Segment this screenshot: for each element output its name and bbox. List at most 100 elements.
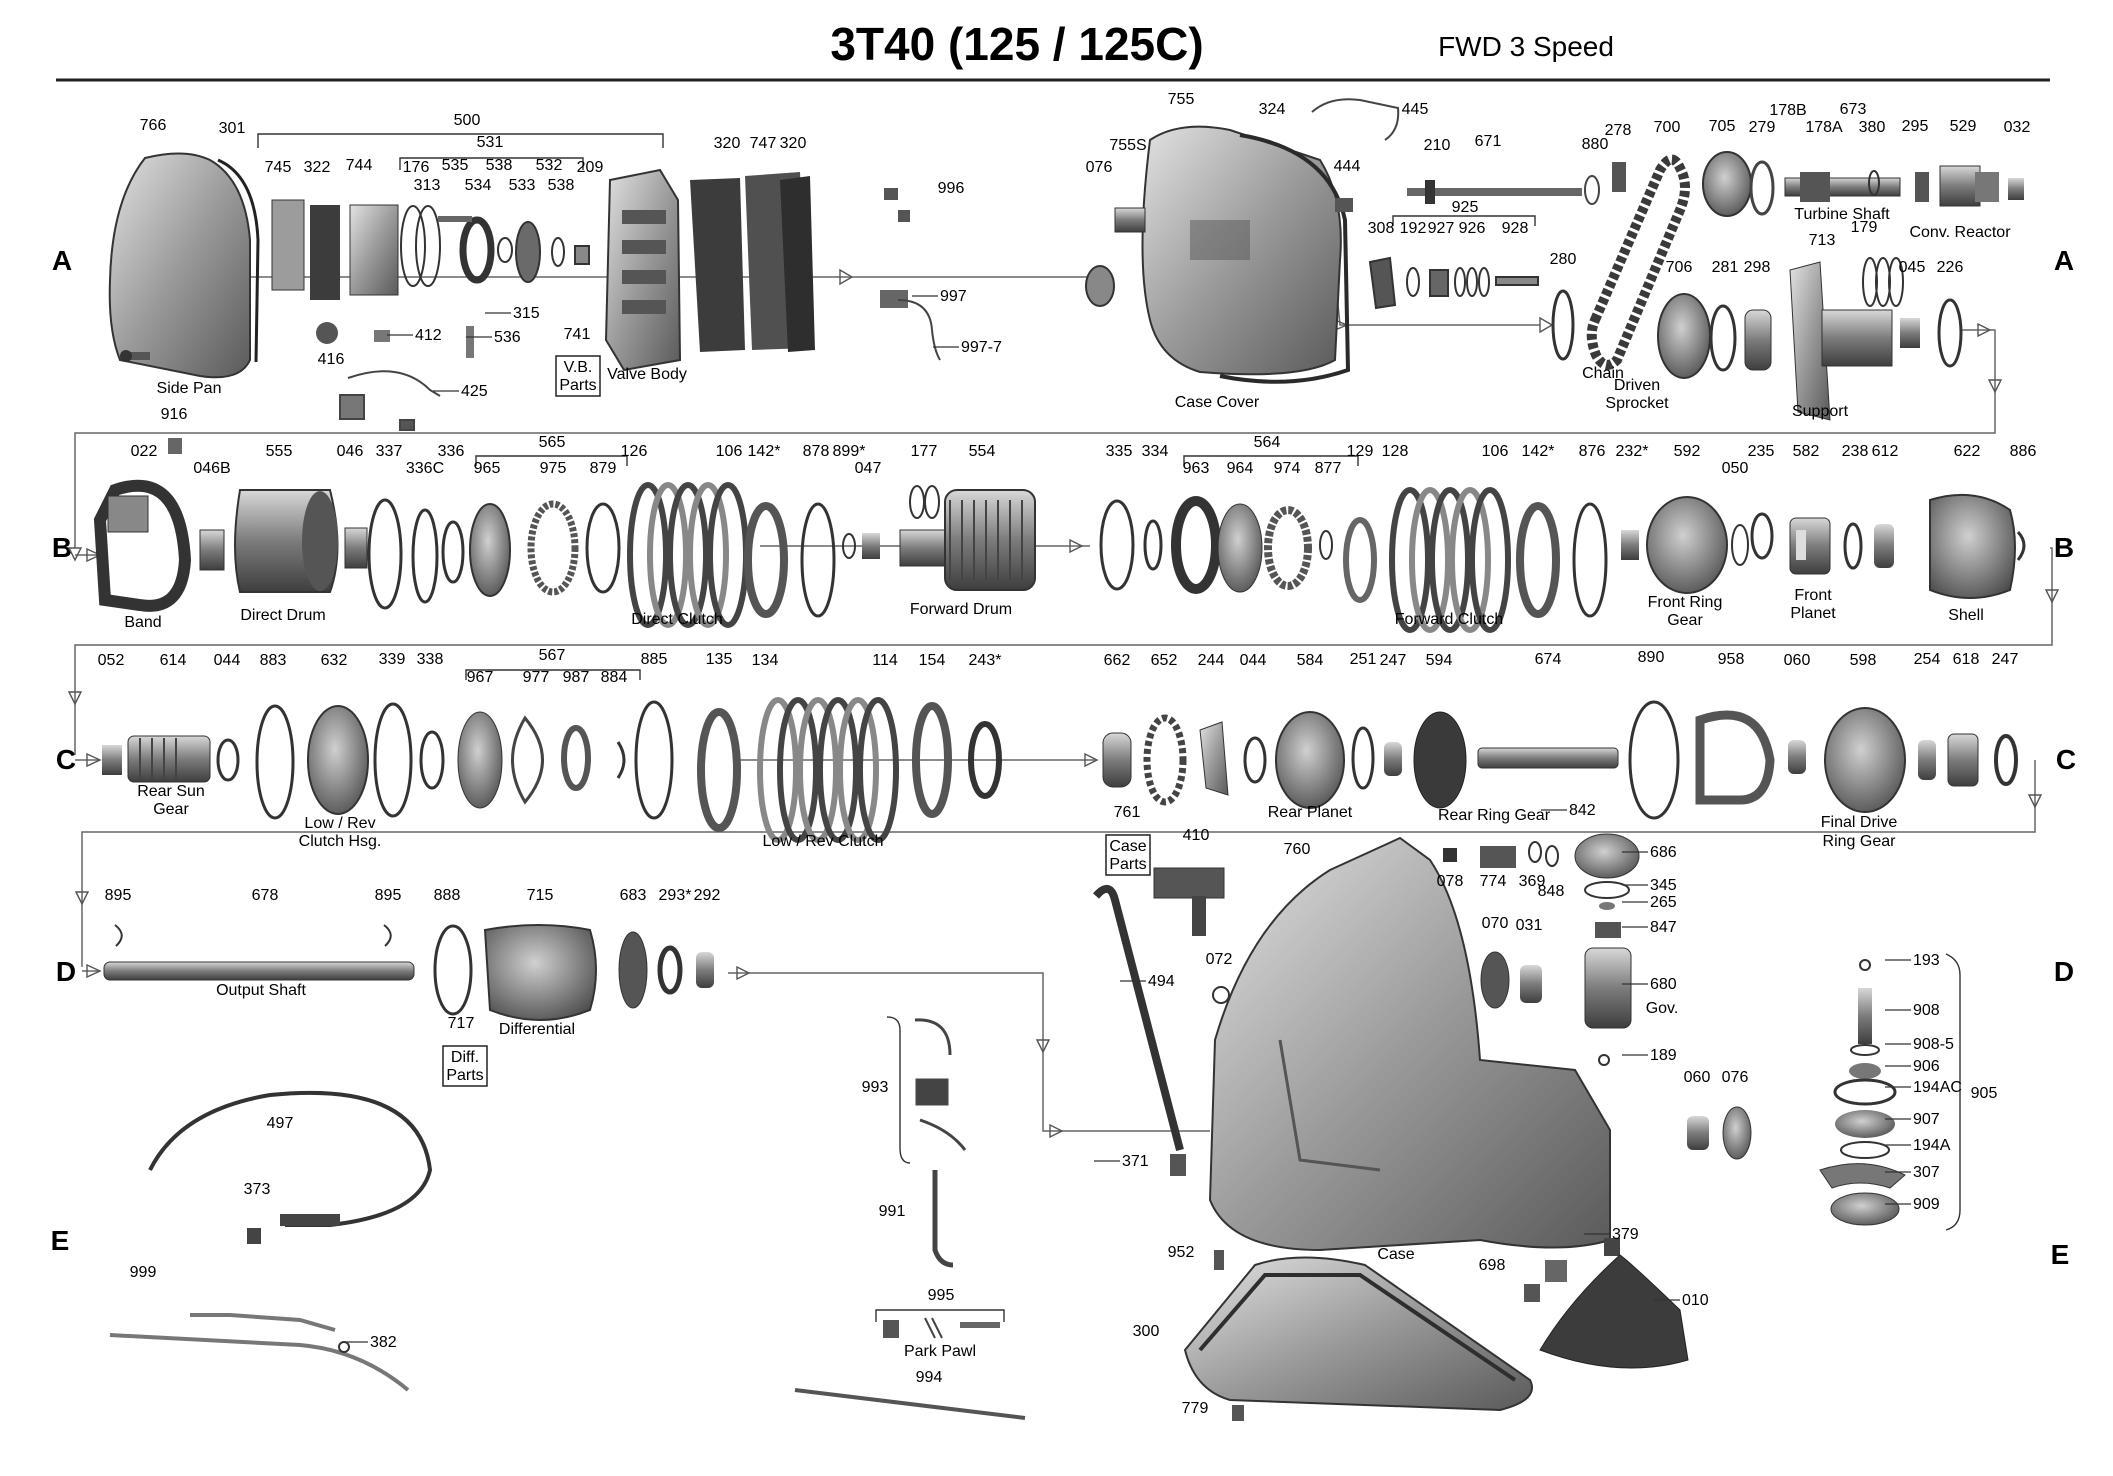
component-name-label: Support (1792, 403, 1849, 420)
part-number-label: 883 (260, 652, 287, 669)
part-number-label: 046 (337, 443, 364, 460)
spring-974 (1264, 506, 1312, 590)
callout-number-label: 847 (1650, 919, 1677, 936)
part-number-label: 662 (1104, 652, 1131, 669)
forward-clutch-pack (1389, 487, 1511, 633)
component-name-label: Driven (1614, 377, 1660, 394)
part-number-label: 678 (252, 887, 279, 904)
part-number-label: 416 (318, 351, 345, 368)
part-number-label: 755 (1168, 91, 1195, 108)
bearing-278 (1612, 162, 1626, 192)
part-number-label: 999 (130, 1264, 157, 1281)
side-pan-bolt (120, 350, 150, 362)
part-number-label: 078 (1437, 873, 1464, 890)
part-number-label: 529 (1950, 118, 1977, 135)
component-name-label: Gear (1667, 612, 1703, 629)
part-number-label: 232* (1616, 443, 1649, 460)
component-name-label: Direct Clutch (631, 611, 723, 628)
servo-assembly-905 (1819, 959, 1906, 1226)
bushing-046 (344, 527, 368, 569)
row-label-c-right: C (2056, 744, 2076, 775)
part-number-label: 142* (748, 443, 781, 460)
seal-rings-177 (909, 485, 940, 519)
part-number-label: 994 (916, 1369, 943, 1386)
snap-ring-883 (255, 704, 295, 820)
case-760 (1208, 836, 1611, 1252)
callout-number-label: 907 (1913, 1111, 1940, 1128)
diagram-title: 3T40 (125 / 125C) (830, 18, 1203, 70)
part-number-label: 324 (1259, 101, 1286, 118)
ring-899 (842, 533, 856, 559)
part-number-label: 899* (833, 443, 866, 460)
snap-ring-339 (373, 702, 413, 818)
row-label-d-right: D (2054, 956, 2074, 987)
pressure-plate-142 (744, 502, 788, 618)
snap-ring-895-right (383, 924, 392, 947)
spring-977 (511, 715, 544, 805)
snap-ring-335 (1099, 499, 1135, 591)
part-number-label: 965 (474, 460, 501, 477)
part-number-label: 958 (1718, 651, 1745, 668)
part-number-label: 410 (1183, 827, 1210, 844)
rear-sun-gear-614 (127, 735, 211, 783)
plate-135 (697, 708, 741, 832)
component-name-label: Forward Drum (910, 601, 1012, 618)
bearing-292 (696, 952, 714, 988)
part-number-label: 281 (1712, 259, 1739, 276)
part-number-label: 300 (1133, 1323, 1160, 1340)
part-number-label: 076 (1086, 159, 1113, 176)
bearing-612 (1874, 524, 1894, 568)
flow-lines (74, 274, 2053, 1132)
bolt-952 (1214, 1250, 1224, 1270)
bushing-032 (2008, 178, 2024, 200)
callout-number-label: 194A (1913, 1137, 1951, 1154)
callout-number-label: 997-7 (961, 339, 1002, 356)
side-pan (108, 152, 260, 379)
bearing-279 (1749, 160, 1775, 216)
ring-235 (1750, 512, 1774, 560)
plug-412 (374, 330, 390, 342)
part-number-label: 614 (160, 652, 187, 669)
row-label-a-left: A (52, 245, 72, 276)
part-number-label: 618 (1953, 651, 1980, 668)
part-number-label: 154 (919, 652, 946, 669)
seal-338 (419, 730, 445, 790)
snap-ring-884 (616, 741, 626, 779)
part-number-label: 927 (1428, 220, 1455, 237)
snap-ring-337 (367, 498, 403, 610)
part-number-label: 142* (1522, 443, 1555, 460)
part-number-label: 308 (1368, 220, 1395, 237)
rear-planet-584 (1275, 711, 1345, 809)
component-name-label: Chain (1582, 365, 1624, 382)
component-name-label: Rear Sun (137, 783, 205, 800)
part-number-label: 534 (465, 177, 492, 194)
governor-parts (1443, 833, 1640, 1066)
servo-pin-916 (168, 438, 182, 454)
part-number-label: 766 (140, 117, 167, 134)
thrust-293 (657, 945, 683, 995)
row-label-e-right: E (2051, 1239, 2070, 1270)
part-number-label: 279 (1749, 119, 1776, 136)
callout-number-label: 494 (1148, 973, 1175, 990)
part-number-label: 888 (434, 887, 461, 904)
part-number-label: 905 (1971, 1085, 1998, 1102)
part-number-label: 251 (1350, 651, 1377, 668)
part-number-label: 993 (862, 1079, 889, 1096)
thermo-element-996 (884, 188, 910, 222)
bushing-045 (1900, 318, 1920, 348)
part-number-label: 745 (265, 159, 292, 176)
part-number-label: 622 (1954, 443, 1981, 460)
snap-ring-895-left (114, 924, 123, 947)
part-number-label: 612 (1872, 443, 1899, 460)
component-name-label: Front (1794, 587, 1832, 604)
final-drive-ring-gear-598 (1824, 707, 1906, 813)
callout-number-label: 379 (1612, 1226, 1639, 1243)
part-number-label: 967 (467, 669, 494, 686)
part-number-label: 320 (714, 135, 741, 152)
valve-body (604, 168, 682, 372)
shell-622 (1929, 493, 2016, 599)
case-cover (1141, 125, 1351, 384)
part-number-label: 715 (527, 887, 554, 904)
part-number-label: 192 (1400, 220, 1427, 237)
